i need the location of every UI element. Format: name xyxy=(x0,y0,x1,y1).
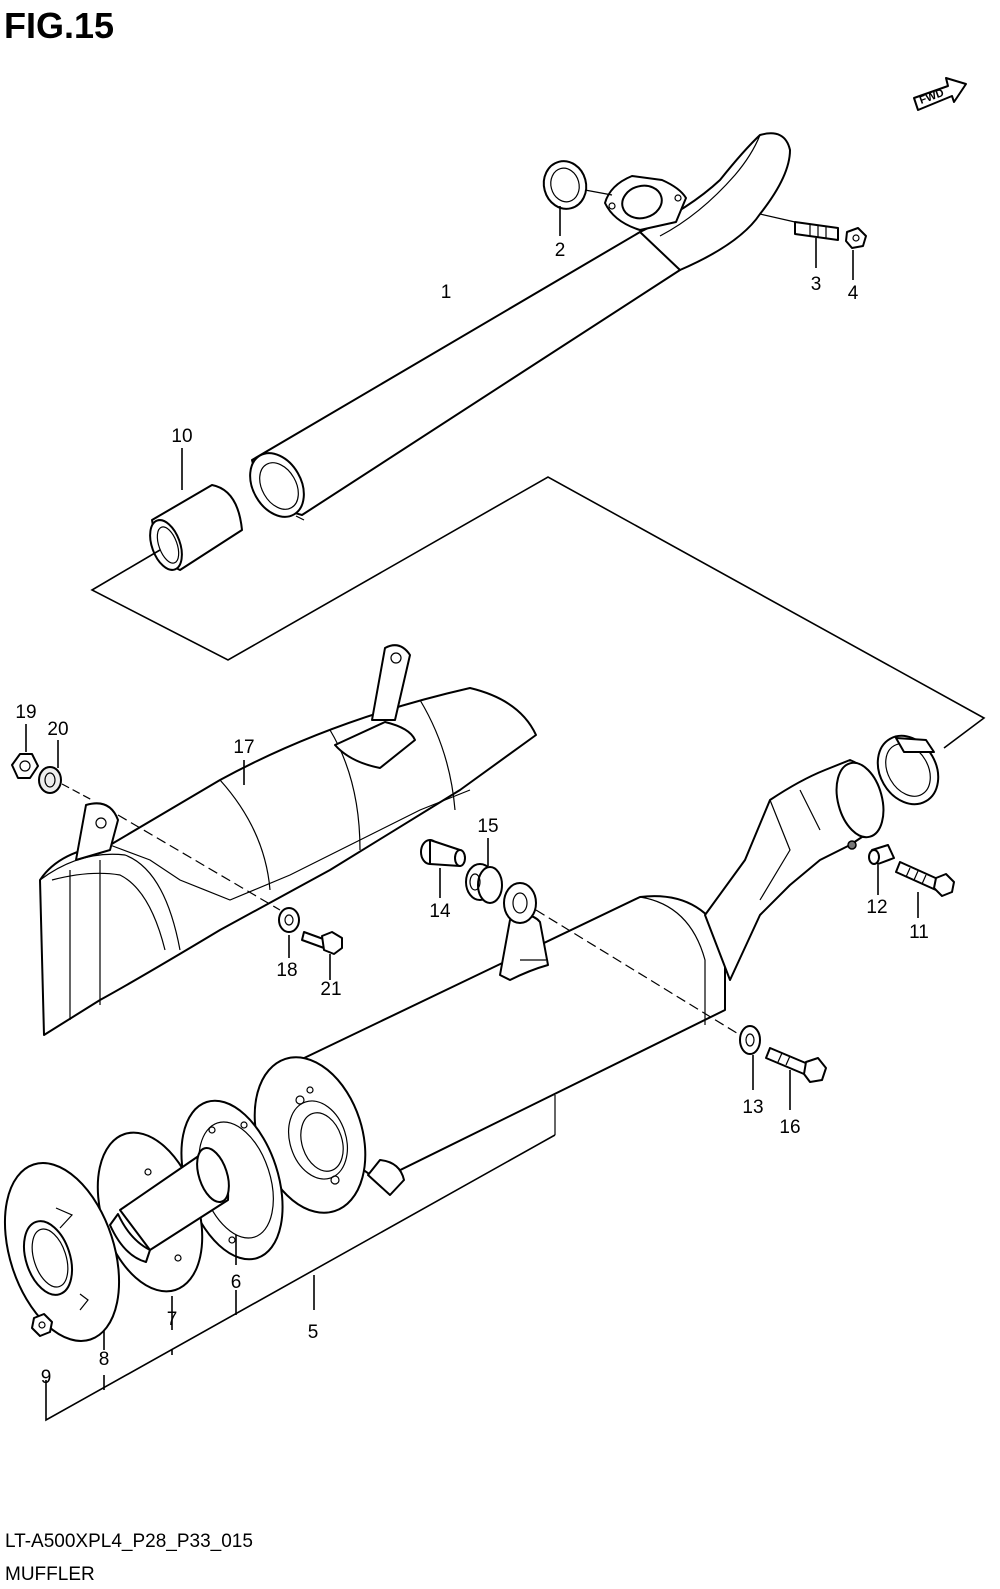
callout-19: 19 xyxy=(15,702,36,723)
callout-2: 2 xyxy=(555,240,566,261)
callout-12: 12 xyxy=(866,897,887,918)
callout-11: 11 xyxy=(909,922,929,943)
spark-arrester-part-7 xyxy=(96,1131,230,1330)
callout-10: 10 xyxy=(171,426,192,447)
assembly-leader-line xyxy=(90,476,986,749)
drawing-code: LT-A500XPL4_P28_P33_015 xyxy=(5,1531,253,1552)
callout-3: 3 xyxy=(811,274,822,295)
bolt-part-16 xyxy=(765,1047,827,1110)
stud-bolt-part-3 xyxy=(759,213,839,268)
callout-16: 16 xyxy=(779,1117,800,1138)
heat-shield-part-17 xyxy=(39,644,537,1036)
washer-part-18 xyxy=(278,907,300,958)
gasket-part-2 xyxy=(542,160,613,236)
bolt-part-9 xyxy=(31,1313,53,1337)
callout-9: 9 xyxy=(41,1367,52,1388)
bolt-part-21 xyxy=(301,931,343,980)
callout-13: 13 xyxy=(742,1097,763,1118)
washer-part-13 xyxy=(739,1025,761,1090)
collar-part-14 xyxy=(420,839,466,898)
callout-6: 6 xyxy=(231,1272,242,1293)
section-name: MUFFLER xyxy=(5,1564,95,1585)
nut-part-4 xyxy=(845,227,867,280)
callout-4: 4 xyxy=(848,283,859,304)
callout-1: 1 xyxy=(441,282,452,303)
connector-pipe-part-10 xyxy=(149,448,243,571)
callout-7: 7 xyxy=(167,1309,178,1330)
exhaust-pipe-part-1 xyxy=(249,132,791,521)
nut-part-19 xyxy=(11,724,39,779)
callout-15: 15 xyxy=(477,816,498,837)
callout-17: 17 xyxy=(233,737,254,758)
clamp-band-part xyxy=(876,734,940,806)
spacer-part-12 xyxy=(868,844,895,895)
gasket-part-6 xyxy=(180,1099,284,1265)
figure-title: FIG.15 xyxy=(4,5,114,46)
callout-20: 20 xyxy=(47,719,68,740)
grommet-part-15b xyxy=(503,882,741,1036)
forward-arrow-icon: FWD xyxy=(913,77,967,111)
collar-part-20 xyxy=(38,740,281,911)
muffler-part-5 xyxy=(253,759,885,1214)
end-cover-part-8 xyxy=(3,1162,121,1350)
muffler-set-leader-line xyxy=(45,1134,556,1422)
grommet-part-15 xyxy=(465,838,503,904)
callout-14: 14 xyxy=(429,901,451,922)
callout-18: 18 xyxy=(276,960,297,981)
callout-21: 21 xyxy=(320,979,341,1000)
callout-5: 5 xyxy=(308,1322,319,1343)
callout-8: 8 xyxy=(99,1349,110,1370)
bolt-part-11 xyxy=(895,861,955,918)
